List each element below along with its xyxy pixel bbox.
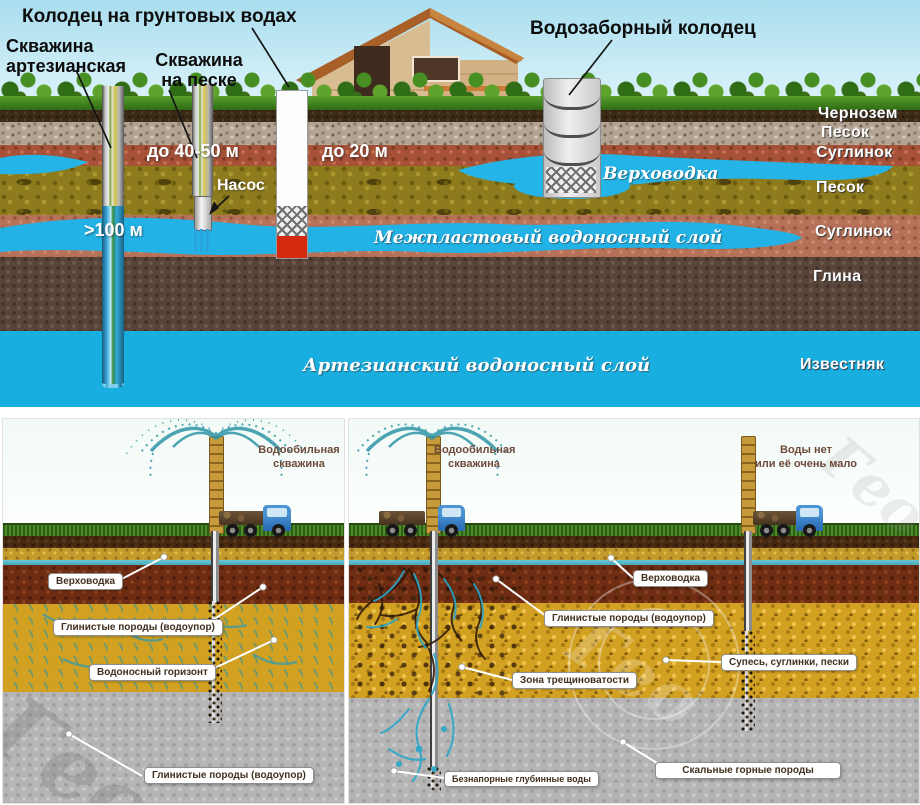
depth-intake-well: до 20 м (322, 141, 388, 161)
groundwater-well-base (277, 236, 307, 258)
well-title-dry-line1: Воды нет (780, 444, 832, 456)
water-fountain (122, 419, 310, 480)
borehole-casing (211, 531, 219, 603)
depth-sand-well: до 40-50 м (147, 141, 239, 161)
label-perched-water: Верховодка (603, 164, 719, 184)
borehole-casing (430, 531, 438, 771)
soil-label-clay: Глина (813, 268, 862, 285)
label-pump: Насос (217, 177, 265, 194)
label-box-perched: Верховодка (48, 573, 124, 590)
truck-wheel (272, 524, 285, 537)
top-leader-lines (75, 27, 613, 215)
label-interstratal-aquifer: Межпластовый водоносный слой (374, 228, 723, 248)
artesian-well-water-column (102, 206, 124, 388)
layer-artesian-water (0, 331, 920, 407)
label-box-perched: Верховодка (633, 570, 709, 587)
intake-well-ring (544, 137, 600, 166)
fracture-cracks (356, 568, 486, 692)
label-box-clay: Глинистые породы (водоупор) (544, 610, 714, 627)
sand-well-intake-fringe (194, 229, 210, 252)
well-title-productive: Водообильная скважина (434, 444, 516, 470)
pump-arrowhead (209, 201, 219, 215)
intake-well-ring (544, 109, 600, 138)
borehole-casing-dry (744, 531, 752, 631)
leader-dots (390, 554, 670, 775)
label-artesian-aquifer: Артезианский водоносный слой (303, 355, 651, 376)
layer-sand-gray (0, 122, 920, 147)
intake-well-shaft (543, 78, 601, 198)
intake-well-filter (546, 167, 596, 193)
label-intake-well: Водозаборный колодец (530, 18, 756, 39)
truck-wheel (803, 524, 816, 537)
artesian-well-casing (102, 86, 124, 206)
panel-sandy-layer (349, 548, 919, 562)
label-box-clay-lower: Глинистые породы (водоупор) (144, 767, 314, 784)
intake-well-ring (544, 81, 600, 110)
well-title: Водообильная скважина (258, 444, 340, 470)
truck-bed (379, 511, 425, 525)
truck-wheel (404, 524, 417, 537)
label-box-sandy-loam: Супесь, суглинки, пески (721, 654, 857, 671)
label-box-aquifer: Водоносный горизонт (89, 664, 216, 681)
artesian-well-pipe (102, 86, 124, 388)
grass-strip (0, 96, 920, 110)
label-box-deep-water: Безнапорные глубинные воды (444, 771, 599, 787)
panel-sandy-layer (3, 548, 344, 562)
truck-bed (219, 511, 265, 525)
borehole-filter-zone (427, 767, 441, 791)
panel-grass (3, 523, 344, 539)
well-title-dry: Воды нет или её очень мало (751, 444, 861, 472)
panel-successful-well: Гео (2, 418, 345, 804)
panel-grass (349, 523, 919, 539)
soil-label-loam-1: Суглинок (816, 144, 893, 161)
truck-cab (263, 505, 291, 531)
water-fountain (354, 423, 510, 480)
groundwater-well-pipe (276, 90, 308, 259)
truck-wheel (386, 524, 399, 537)
layer-clay (0, 257, 920, 333)
well-title-dry-line2: или её очень мало (755, 457, 857, 470)
label-box-bedrock: Скальные горные породы (655, 762, 841, 779)
truck-wheel (760, 524, 773, 537)
label-box-fracture-zone: Зона трещиноватости (512, 672, 637, 689)
truck-wheel (777, 524, 790, 537)
soil-label-sand-1: Песок (821, 124, 870, 141)
label-artesian-well: Скважина артезианская (6, 36, 127, 77)
soil-label-chernozem: Чернозем (818, 105, 898, 122)
leader-dots (65, 553, 278, 738)
depth-artesian-well: >100 м (84, 220, 143, 240)
water-pockets (396, 726, 447, 772)
sand-well-pipe (192, 84, 213, 252)
soil-label-sand-2: Песок (816, 179, 865, 196)
panel-topsoil (3, 536, 344, 549)
soil-label-loam-2: Суглинок (815, 223, 892, 240)
layer-chernozem (0, 108, 920, 124)
truck-wheel (244, 524, 257, 537)
panel-overlay-graphics (42, 419, 310, 777)
sand-well-casing (192, 84, 213, 196)
groundwater-well-filter (277, 206, 307, 236)
fracture-water-veins (366, 570, 484, 782)
panel-well-comparison: Гео Гео Водообильная скважина Воды нет и… (348, 418, 920, 804)
panel-bedrock-layer (3, 692, 344, 803)
truck-wheel (226, 524, 239, 537)
panel-topsoil (349, 536, 919, 549)
soil-label-limestone: Известняк (800, 356, 885, 373)
panel-overlay-graphics (354, 423, 740, 782)
label-groundwater-well: Колодец на грунтовых водах (22, 6, 297, 27)
top-cross-section: Колодец на грунтовых водах Скважина арте… (0, 0, 920, 407)
truck-wheel (445, 524, 458, 537)
label-box-clay-upper: Глинистые породы (водоупор) (53, 619, 223, 636)
truck-bed (753, 511, 797, 525)
label-sand-well: Скважина на песке (155, 50, 243, 91)
